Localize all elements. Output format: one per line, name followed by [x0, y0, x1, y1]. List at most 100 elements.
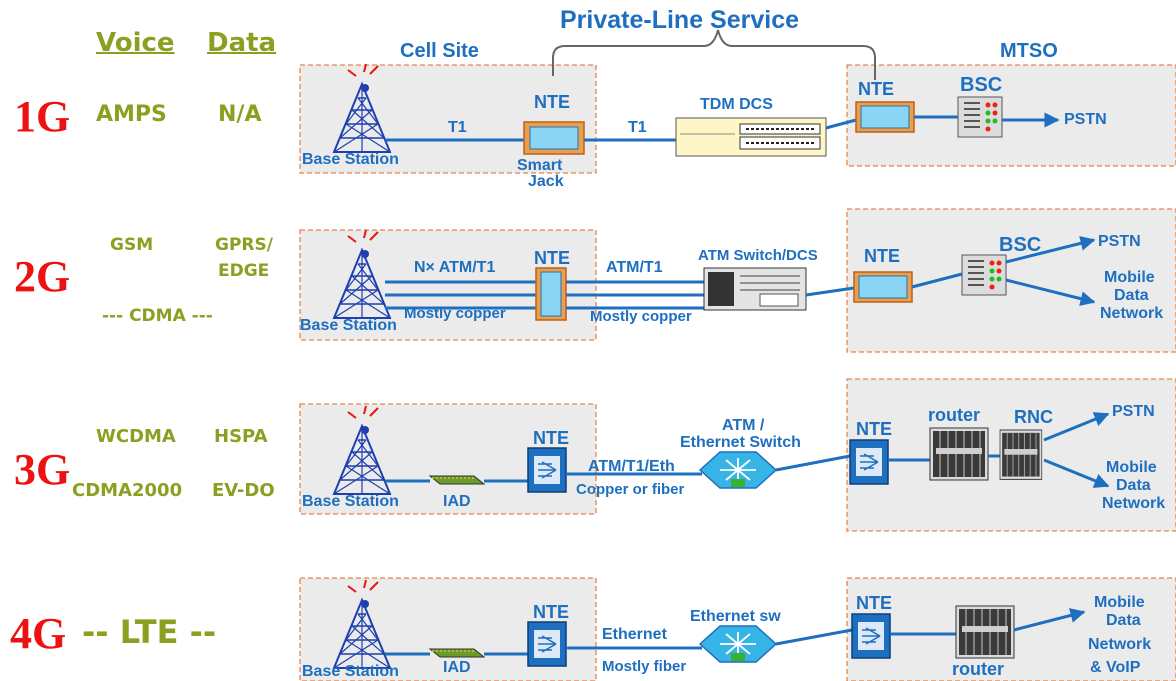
link-switch-nte-4g — [775, 628, 853, 646]
router-icon-4g — [955, 605, 1015, 659]
mobile-data-network-label-2g-line2: Data — [1114, 287, 1149, 304]
link-dcs-nte-1g — [825, 118, 857, 130]
switch-label-3g-line2: Ethernet Switch — [680, 434, 801, 451]
jack-label-1g: Jack — [528, 173, 564, 190]
router-label-3g: router — [928, 405, 981, 425]
nte-icon-mtso-2g — [853, 271, 913, 303]
nte-icon-mtso-1g — [855, 101, 915, 133]
medium-label-3g: Copper or fiber — [576, 481, 685, 498]
link-label-t1-b-1g: T1 — [628, 119, 647, 136]
private-line-title: Private-Line Service — [560, 6, 800, 34]
iad-label-3g: IAD — [443, 493, 471, 510]
smart-jack-nte-icon-1g — [523, 121, 585, 155]
cell-site-header: Cell Site — [400, 40, 479, 62]
cdma-label-2g: --- CDMA --- — [102, 306, 213, 326]
voice-tech-2g: GSM — [110, 235, 154, 255]
pstn-label-2g: PSTN — [1098, 233, 1141, 250]
nte-icon-mtso-3g — [849, 439, 889, 485]
iad-icon-3g — [428, 475, 486, 485]
nte-icon-cell-3g — [527, 447, 567, 493]
link-bsc-mobile-2g — [1005, 278, 1096, 307]
data-tech-2g-line2: EDGE — [218, 261, 270, 281]
mobile-label-4g-line2: Data — [1106, 612, 1141, 629]
base-station-label-1g: Base Station — [302, 151, 399, 168]
mtso-header: MTSO — [1000, 40, 1058, 62]
bsc-icon-2g — [961, 254, 1007, 296]
medium-label-b-2g: Mostly copper — [590, 308, 692, 325]
bsc-label-2g: BSC — [999, 234, 1042, 256]
medium-label-4g: Mostly fiber — [602, 658, 687, 675]
base-station-label-4g: Base Station — [302, 663, 399, 680]
router-label-4g: router — [952, 659, 1005, 679]
data-tech-2g-line1: GPRS/ — [215, 235, 273, 255]
data-tech-3g-line1: HSPA — [214, 426, 268, 447]
nte-icon-cell-2g — [535, 267, 567, 321]
tdm-dcs-label-1g: TDM DCS — [700, 96, 773, 113]
link-label-atm-t1-a-2g: N× ATM/T1 — [414, 259, 496, 276]
link-rnc-pstn-3g — [1043, 412, 1110, 442]
nte-icon-mtso-4g — [851, 613, 891, 659]
mobile-label-4g-line3: Network — [1088, 636, 1152, 653]
nte-icon-cell-4g — [527, 621, 567, 667]
iad-icon-4g — [428, 648, 486, 658]
generation-label-2g: 2G — [14, 252, 71, 301]
private-line-brace — [552, 29, 876, 80]
medium-label-a-2g: Mostly copper — [404, 305, 506, 322]
nte-label-mtso-4g: NTE — [856, 593, 892, 613]
nte-label-mtso-2g: NTE — [864, 246, 900, 266]
ethernet-switch-icon-4g — [699, 625, 777, 663]
nte-label-cell-2g: NTE — [534, 248, 570, 268]
voice-tech-3g-line1: WCDMA — [96, 426, 176, 447]
mobile-data-network-label-3g-line2: Data — [1116, 477, 1151, 494]
link-label-3g: ATM/T1/Eth — [588, 458, 675, 475]
bsc-label-1g: BSC — [960, 74, 1003, 96]
generation-label-3g: 3G — [14, 445, 71, 494]
ethernet-switch-icon-3g — [699, 451, 777, 489]
lte-label-4g: -- LTE -- — [82, 613, 217, 651]
rnc-icon-3g — [999, 429, 1043, 481]
data-tech-3g-line2: EV-DO — [212, 480, 275, 501]
nte-label-mtso-1g: NTE — [858, 79, 894, 99]
link-switch-nte-3g — [775, 454, 851, 472]
generation-label-1g: 1G — [14, 92, 71, 141]
base-station-label-3g: Base Station — [302, 493, 399, 510]
base-station-label-2g: Base Station — [300, 317, 397, 334]
link-label-4g: Ethernet — [602, 626, 667, 643]
smart-jack-label-1g: Smart — [517, 157, 563, 174]
rnc-label-3g: RNC — [1014, 407, 1053, 427]
link-rnc-mobile-3g — [1043, 458, 1110, 488]
voice-tech-3g-line2: CDMA2000 — [72, 480, 183, 501]
pstn-label-3g: PSTN — [1112, 403, 1155, 420]
atm-switch-dcs-icon-2g — [703, 267, 807, 311]
link-nte-bsc-2g — [911, 272, 963, 289]
nte-label-cell-1g: NTE — [534, 92, 570, 112]
pstn-label-1g: PSTN — [1064, 111, 1107, 128]
voice-header: Voice — [96, 28, 175, 58]
tdm-dcs-icon-1g — [675, 117, 827, 157]
link-label-t1-a-1g: T1 — [448, 119, 467, 136]
switch-label-4g: Ethernet sw — [690, 608, 781, 625]
mobile-label-4g-line4: & VoIP — [1090, 659, 1141, 676]
link-label-atm-t1-b-2g: ATM/T1 — [606, 259, 663, 276]
mobile-data-network-label-2g-line1: Mobile — [1104, 269, 1155, 286]
generation-label-4g: 4G — [10, 609, 67, 658]
link-router-mobile-4g — [1013, 608, 1086, 632]
data-tech-1g: N/A — [218, 102, 262, 127]
iad-label-4g: IAD — [443, 659, 471, 676]
site-boxes — [299, 64, 1176, 681]
nte-label-cell-3g: NTE — [533, 428, 569, 448]
links-nte-switch-2g — [566, 280, 704, 310]
nte-label-cell-4g: NTE — [533, 602, 569, 622]
router-icon-3g — [929, 427, 989, 481]
mobile-data-network-label-2g-line3: Network — [1100, 305, 1164, 322]
mobile-label-4g-line1: Mobile — [1094, 594, 1145, 611]
mobile-data-network-label-3g-line1: Mobile — [1106, 459, 1157, 476]
bsc-icon-1g — [957, 96, 1003, 138]
data-header: Data — [207, 28, 277, 58]
atm-switch-label-2g: ATM Switch/DCS — [698, 247, 818, 264]
link-bsc-pstn-2g — [1005, 235, 1096, 264]
links-tower-nte-2g — [385, 280, 536, 310]
mobile-data-network-label-3g-line3: Network — [1102, 495, 1166, 512]
